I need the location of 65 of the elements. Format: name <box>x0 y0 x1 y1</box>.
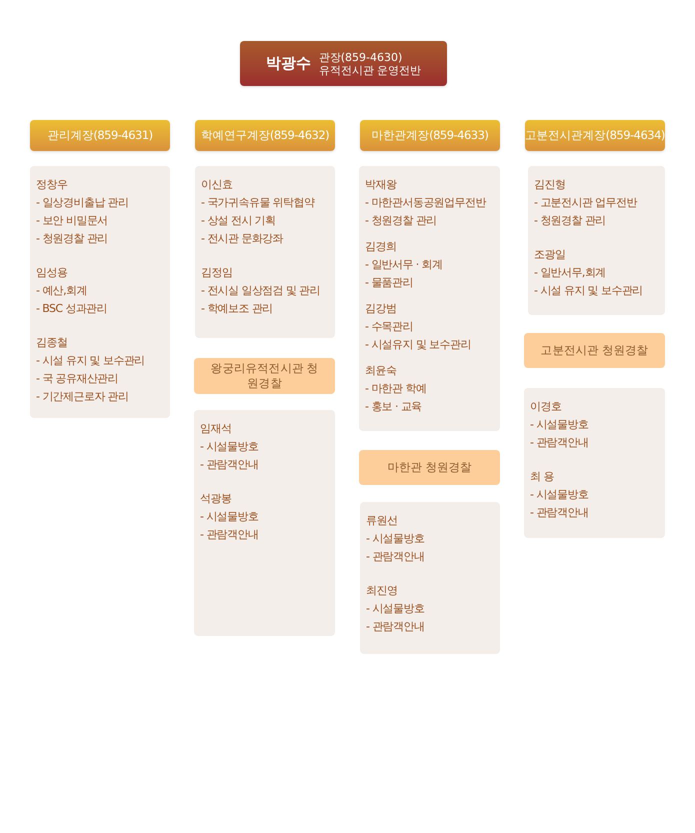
staff-duty-text: - 시설 유지 및 보수관리 <box>36 353 146 369</box>
staff-duty-text: - 전시실 일상점검 및 관리 <box>201 283 321 299</box>
guard-unit-box: 왕궁리유적전시관 청원경찰 <box>194 358 335 394</box>
staff-duty-text: - 일반서무 · 회계 <box>365 257 444 273</box>
staff-duty-text: - 청원경찰 관리 <box>534 213 607 229</box>
staff-duty-text: - 전시관 문화강좌 <box>201 231 284 247</box>
staff-duty-text: 김정임 <box>201 265 234 281</box>
staff-duty-text: - 청원경찰 관리 <box>36 231 109 247</box>
staff-duty-text: - 시설물방호 <box>530 487 590 503</box>
team-leader-header: 학예연구계장(859-4632) <box>195 120 335 151</box>
director-name: 박광수 <box>266 53 311 74</box>
staff-duty-text: - 시설유지 및 보수관리 <box>365 337 472 353</box>
staff-duty-text: - BSC 성과관리 <box>36 301 108 317</box>
guard-unit-box: 고분전시관 청원경찰 <box>524 333 665 368</box>
staff-duty-text: 최진영 <box>366 583 398 599</box>
staff-duty-text: - 보안 비밀문서 <box>36 213 109 229</box>
staff-duty-text: - 관람객안내 <box>530 505 590 521</box>
staff-duty-text: - 관람객안내 <box>200 457 260 473</box>
staff-duty-text: - 시설 유지 및 보수관리 <box>534 283 644 299</box>
staff-duty-text: - 일반서무,회계 <box>534 265 607 281</box>
staff-duty-text: 임성용 <box>36 265 68 281</box>
director-box <box>240 41 447 86</box>
staff-duty-text: - 예산,회계 <box>36 283 88 299</box>
staff-duty-text: - 물품관리 <box>365 275 414 291</box>
team-leader-header: 고분전시관계장(859-4634) <box>525 120 665 151</box>
staff-duty-text: - 수목관리 <box>365 319 414 335</box>
director-info: 관장(859-4630) <box>318 50 404 64</box>
staff-duty-text: - 상설 전시 기획 <box>201 213 276 229</box>
staff-duty-text: - 시설물방호 <box>366 601 426 617</box>
staff-duty-text: - 관람객안내 <box>530 435 590 451</box>
director-info: 유적전시관 운영전반 <box>318 64 422 76</box>
staff-duty-text: 류원선 <box>366 513 398 529</box>
staff-duty-text: - 홍보 · 교육 <box>365 399 423 415</box>
staff-duty-text: - 국 공유재산관리 <box>36 371 119 387</box>
staff-duty-text: 정창우 <box>36 177 68 193</box>
staff-duty-text: - 관람객안내 <box>366 549 426 565</box>
staff-duty-text: - 마한관 학예 <box>365 381 428 397</box>
staff-duty-text: - 시설물방호 <box>530 417 590 433</box>
staff-duty-text: 임재석 <box>200 421 232 437</box>
staff-duty-text: - 시설물방호 <box>366 531 426 547</box>
staff-duty-text: - 국가귀속유물 위탁협약 <box>201 195 316 211</box>
staff-duty-text: 이경호 <box>530 399 562 415</box>
staff-duty-text: - 시설물방호 <box>200 439 260 455</box>
staff-duty-text: 박재왕 <box>365 177 398 193</box>
staff-duty-text: 김진형 <box>534 177 566 193</box>
staff-duty-text: - 관람객안내 <box>200 527 260 543</box>
staff-duty-text: - 시설물방호 <box>200 509 260 525</box>
staff-duty-text: 김강범 <box>365 301 398 317</box>
team-leader-header: 관리계장(859-4631) <box>30 120 170 151</box>
staff-duty-text: 이신효 <box>201 177 234 193</box>
staff-duty-text: 김종철 <box>36 335 68 351</box>
staff-duty-text: - 마한관서동공원업무전반 <box>365 195 488 211</box>
staff-duty-text: 조광일 <box>534 247 566 263</box>
staff-duty-text: - 기간제근로자 관리 <box>36 389 130 405</box>
staff-duty-text: 석광봉 <box>200 491 232 507</box>
staff-duty-text: - 고분전시관 업무전반 <box>534 195 638 211</box>
staff-duty-text: - 관람객안내 <box>366 619 426 635</box>
team-leader-header: 마한관계장(859-4633) <box>360 120 500 151</box>
staff-duty-text: - 학예보조 관리 <box>201 301 274 317</box>
staff-duty-text: 최 용 <box>530 469 555 485</box>
staff-duty-text: - 청원경찰 관리 <box>365 213 438 229</box>
staff-duty-text: 김경희 <box>365 239 398 255</box>
guard-unit-box: 마한관 청원경찰 <box>359 450 500 485</box>
staff-duty-text: - 일상경비출납 관리 <box>36 195 130 211</box>
staff-duty-text: 최윤숙 <box>365 363 398 379</box>
